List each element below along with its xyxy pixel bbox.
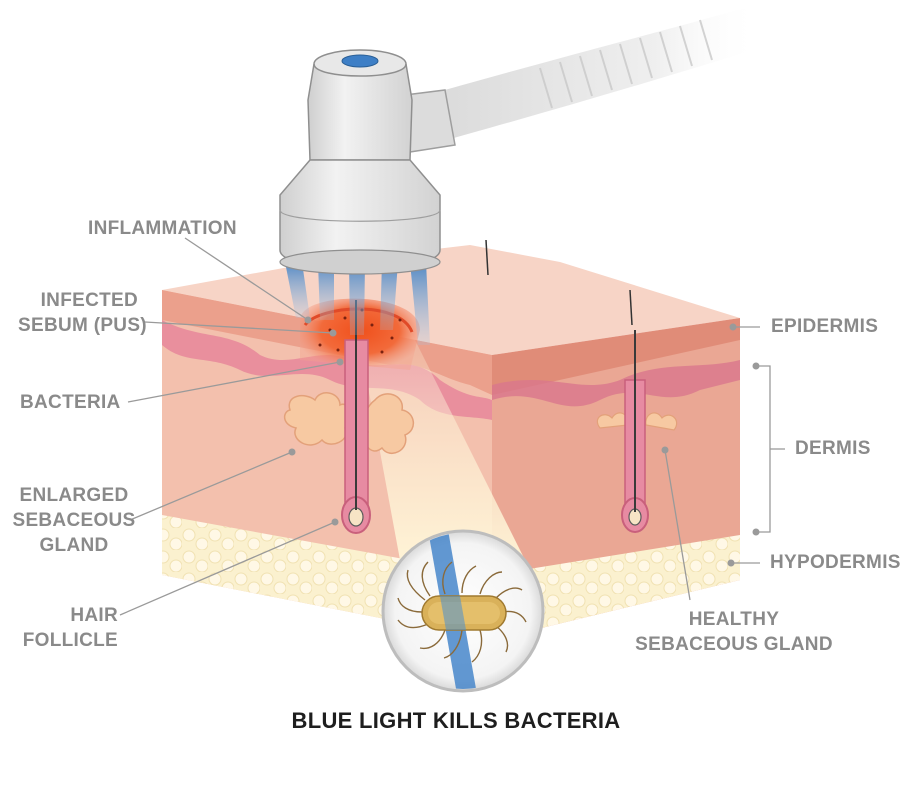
magnifier-bacteria (381, 529, 545, 693)
hose (404, 8, 760, 153)
leader-lines (119, 237, 785, 616)
healthy-follicle (596, 330, 678, 533)
blue-light-beams (285, 262, 430, 345)
light-device (279, 49, 441, 275)
label-healthy-sebaceous-gland: HEALTHY SEBACEOUS GLAND (635, 609, 833, 655)
label-dermis: DERMIS (795, 438, 871, 459)
label-enlarged-sebaceous-gland: ENLARGED SEBACEOUS GLAND (12, 485, 136, 556)
label-hypodermis: HYPODERMIS (770, 552, 901, 573)
label-hair-follicle: HAIR FOLLICLE (22, 605, 118, 651)
leader-dots (288, 316, 760, 567)
label-bacteria: BACTERIA (20, 392, 121, 413)
caption: BLUE LIGHT KILLS BACTERIA (291, 708, 621, 733)
label-infected-sebum: INFECTED SEBUM (PUS) (18, 290, 147, 336)
label-inflammation: INFLAMMATION (88, 218, 237, 239)
label-epidermis: EPIDERMIS (771, 316, 879, 337)
